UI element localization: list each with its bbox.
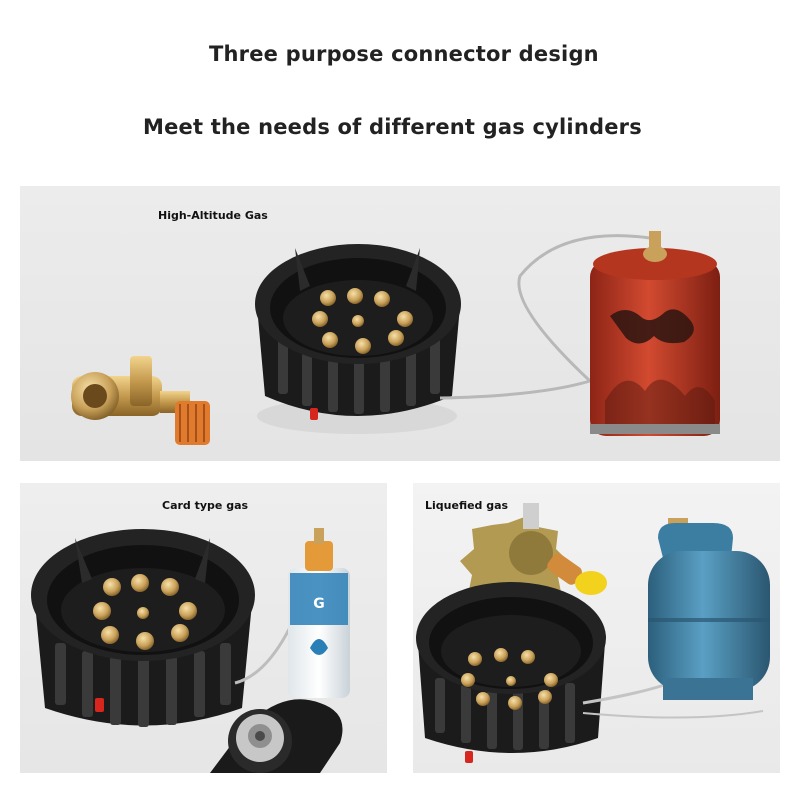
stove-image-left bbox=[31, 529, 255, 727]
liquefied-gas-panel: Liquefied gas bbox=[413, 483, 780, 773]
high-altitude-scene bbox=[71, 231, 720, 445]
cassette-gas-canister-image: G bbox=[288, 528, 350, 698]
brass-adapter-image bbox=[71, 356, 210, 445]
card-type-gas-label: Card type gas bbox=[162, 499, 249, 512]
stove-image-top bbox=[255, 244, 461, 434]
red-gas-canister-image bbox=[590, 231, 720, 436]
cassette-adapter-image bbox=[210, 699, 343, 773]
liquefied-gas-scene bbox=[416, 503, 770, 763]
headline-line-2: Meet the needs of different gas cylinder… bbox=[143, 115, 642, 139]
card-type-gas-panel: Card type gas bbox=[20, 483, 387, 773]
liquefied-gas-label: Liquefied gas bbox=[425, 499, 509, 512]
high-altitude-gas-label: High-Altitude Gas bbox=[158, 209, 268, 222]
headline-line-1: Three purpose connector design bbox=[209, 42, 599, 66]
lpg-cylinder-image bbox=[648, 518, 770, 700]
card-type-scene: G bbox=[31, 528, 350, 773]
svg-text:G: G bbox=[313, 596, 325, 612]
stove-image-right bbox=[416, 582, 606, 763]
high-altitude-gas-panel: High-Altitude Gas bbox=[20, 186, 780, 461]
